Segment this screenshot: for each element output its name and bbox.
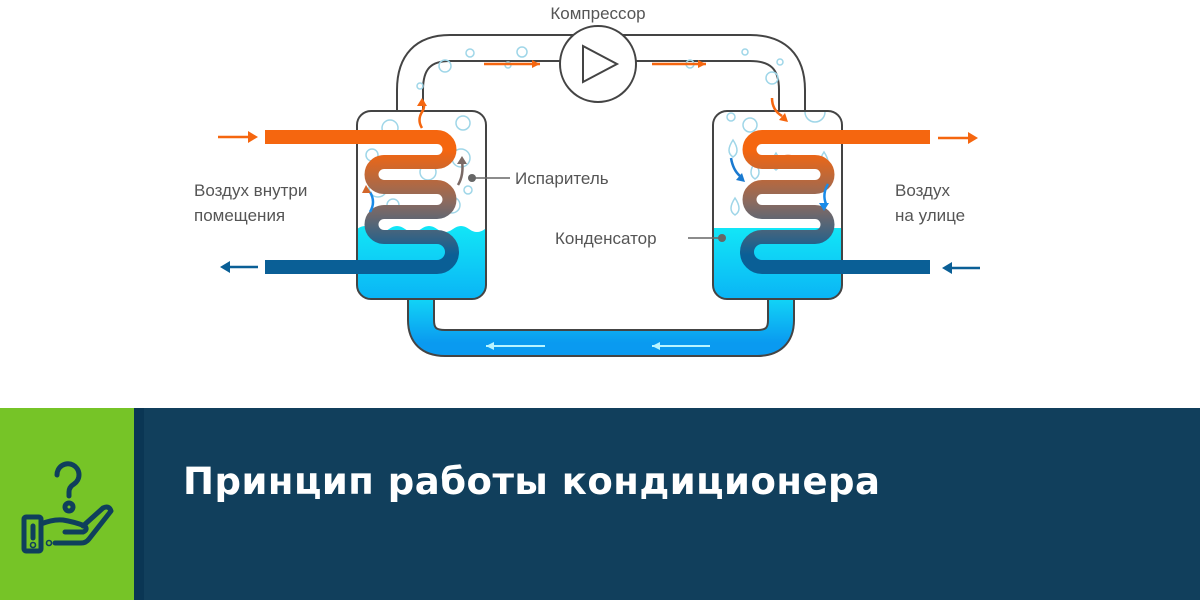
condenser-label: Конденсатор xyxy=(555,229,657,248)
outdoor-air-label-line2: на улице xyxy=(895,206,965,225)
evaporator-tank xyxy=(265,98,487,300)
indoor-air-label-line1: Воздух внутри xyxy=(194,181,307,200)
compressor-label: Компрессор xyxy=(550,4,645,23)
air-arrows xyxy=(218,131,980,274)
title-banner: Принцип работы кондиционера xyxy=(0,408,1200,600)
icon-panel xyxy=(0,408,134,600)
compressor xyxy=(559,25,637,103)
liquid-pipe xyxy=(407,296,795,357)
evaporator-label: Испаритель xyxy=(515,169,609,188)
divider-strip xyxy=(134,408,144,600)
page-title: Принцип работы кондиционера xyxy=(183,460,881,503)
outdoor-air-label-line1: Воздух xyxy=(895,181,950,200)
air-conditioner-diagram: Компрессор Испаритель Конденсатор Воздух… xyxy=(194,4,980,357)
condenser-tank xyxy=(712,97,930,300)
indoor-air-label-line2: помещения xyxy=(194,206,285,225)
condenser-callout xyxy=(688,234,726,242)
hand-question-icon xyxy=(21,461,114,554)
evaporator-callout xyxy=(468,174,510,182)
